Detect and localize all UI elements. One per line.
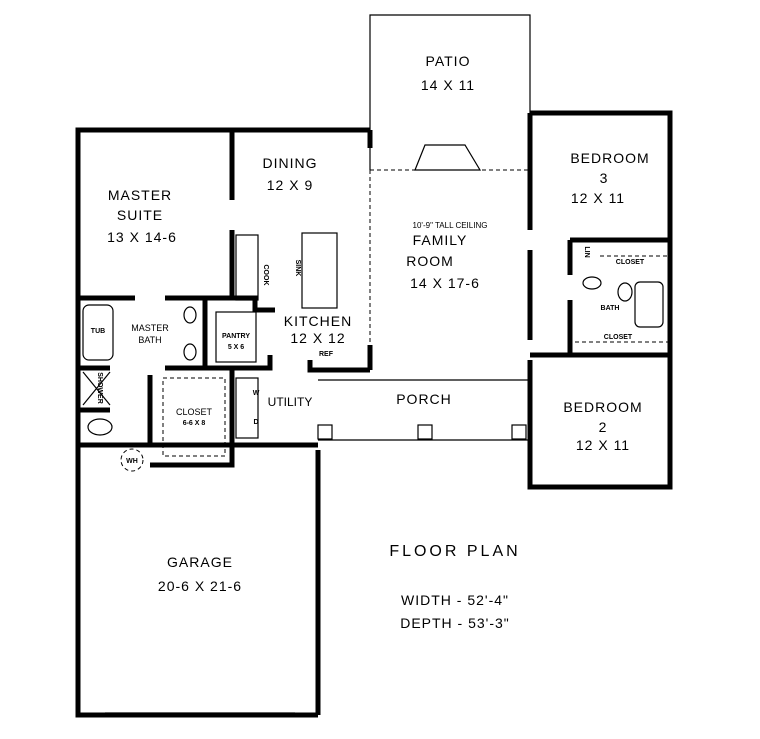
porch-post [317, 424, 333, 440]
depth-dimension: DEPTH - 53'-3" [400, 615, 510, 631]
master-bath-label-1: MASTER [131, 323, 169, 333]
pantry-label: PANTRY [222, 333, 250, 340]
bedroom3-label: BEDROOM [570, 150, 649, 166]
porch-post [417, 424, 433, 440]
master-suite-label-1: MASTER [108, 187, 172, 203]
family-room-label-2: ROOM [406, 253, 454, 269]
laundry [235, 377, 259, 439]
toilet [87, 418, 113, 436]
water-heater [120, 448, 144, 472]
width-dimension: WIDTH - 52'-4" [401, 592, 509, 608]
kitchen-island [301, 232, 338, 309]
floor-plan-title: FLOOR PLAN [389, 543, 520, 560]
washer-label: W [253, 390, 260, 397]
garage-label: GARAGE [167, 554, 233, 570]
closet-shelf [162, 377, 226, 457]
closet-size: 6-6 X 8 [183, 420, 206, 427]
tub-bed [634, 281, 664, 328]
family-room-label-1: FAMILY [413, 232, 468, 248]
water-heater-label: WH [126, 458, 138, 465]
shower-label: SHOWER [96, 372, 103, 404]
utility-label: UTILITY [268, 395, 313, 409]
bedroom3-size: 12 X 11 [571, 190, 625, 206]
kitchen-size: 12 X 12 [290, 330, 345, 346]
master-suite-label-2: SUITE [117, 207, 163, 223]
thin-lines [82, 14, 668, 714]
linen-label: LIN [583, 246, 590, 257]
closet-lower-label: CLOSET [604, 334, 633, 341]
closet-label: CLOSET [176, 407, 213, 417]
tub-label: TUB [91, 328, 105, 335]
sink-label: SINK [294, 260, 301, 277]
patio-label: PATIO [426, 53, 471, 69]
master-suite-size: 13 X 14-6 [107, 229, 177, 245]
porch-post [511, 424, 527, 440]
cook-label: COOK [262, 265, 269, 286]
bedroom2-label: BEDROOM [563, 399, 642, 415]
counter [235, 234, 259, 301]
pantry-box [215, 311, 257, 363]
kitchen-label: KITCHEN [284, 313, 352, 329]
patio-size: 14 X 11 [421, 77, 475, 93]
bedroom2-size: 12 X 11 [576, 437, 630, 453]
family-room-size: 14 X 17-6 [410, 275, 480, 291]
master-bath-label-2: BATH [138, 335, 161, 345]
porch-label: PORCH [396, 391, 452, 407]
family-room-note: 10'-9" TALL CEILING [413, 221, 488, 230]
closet-upper-label: CLOSET [616, 259, 645, 266]
dining-size: 12 X 9 [267, 177, 313, 193]
dining-label: DINING [263, 155, 318, 171]
bedroom2-num: 2 [599, 419, 608, 435]
tub [82, 304, 114, 361]
bath-label: BATH [601, 305, 620, 312]
walls [75, 110, 673, 718]
garage-size: 20-6 X 21-6 [158, 578, 242, 594]
bedroom3-num: 3 [600, 170, 609, 186]
pantry-size: 5 X 6 [228, 344, 244, 351]
ref-label: REF [319, 351, 334, 358]
fireplace [414, 144, 482, 171]
dryer-label: D [253, 419, 258, 426]
